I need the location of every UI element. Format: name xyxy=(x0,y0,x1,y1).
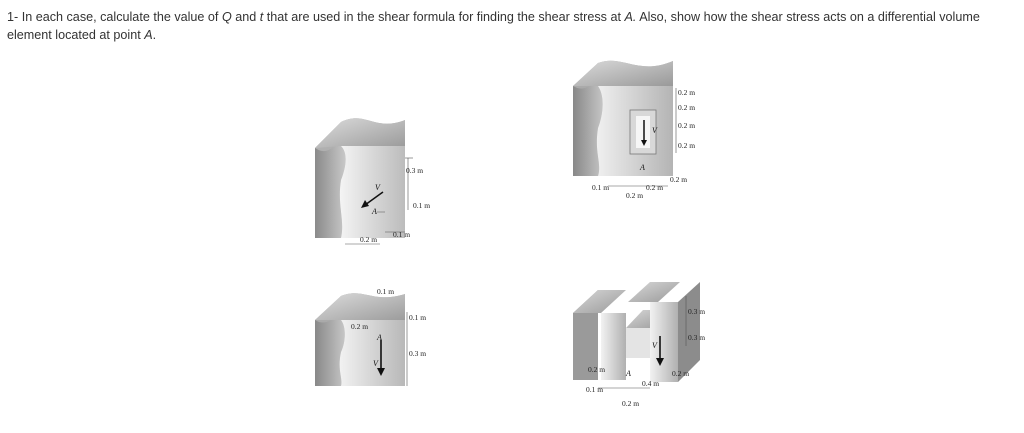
question-part: Also, show how the shear stress acts on … xyxy=(7,10,980,42)
block-cut-face xyxy=(315,144,346,238)
dimension-label: 0.2 m xyxy=(672,369,689,378)
force-label-v: V xyxy=(373,359,379,368)
question-period: . xyxy=(152,28,157,42)
dimension-label: 0.3 m xyxy=(406,166,423,175)
left-flange-front xyxy=(601,313,626,380)
block-top-face xyxy=(573,60,673,86)
shear-arrow-v xyxy=(364,191,384,206)
right-flange-front xyxy=(650,302,678,382)
question-text: 1- In each case, calculate the value of … xyxy=(7,8,1012,44)
dimension-label: 0.2 m xyxy=(678,141,695,150)
right-flange-side xyxy=(678,282,700,382)
web-front xyxy=(626,328,650,358)
dimension-label: 0.1 m xyxy=(586,385,603,394)
dimension-label: 0.2 m xyxy=(678,121,695,130)
dimension-label: 0.2 m xyxy=(678,103,695,112)
dimension-label: 0.2 m xyxy=(351,322,368,331)
dimension-label: 0.1 m xyxy=(393,230,410,239)
dimension-label: 0.2 m xyxy=(678,88,695,97)
dimension-label: 0.2 m xyxy=(626,191,643,200)
figure-3-square-block: V A 0.1 m 0.2 m 0.1 m 0.3 m xyxy=(315,287,426,386)
figure-2-hollow-block: V A 0.2 m 0.2 m 0.2 m 0.2 m 0.2 m 0.2 m … xyxy=(573,60,695,200)
point-a-label: A xyxy=(376,333,382,342)
question-part: that are used in the shear formula for f… xyxy=(266,10,621,24)
point-a-label: A xyxy=(371,207,377,216)
dimension-label: 0.2 m xyxy=(670,175,687,184)
symbol-t: t xyxy=(259,10,264,24)
block-front-face xyxy=(339,320,405,386)
dimension-label: 0.3 m xyxy=(409,349,426,358)
dimension-label: 0.2 m xyxy=(360,235,377,244)
arrow-head xyxy=(377,368,385,376)
question-part: and xyxy=(235,10,257,24)
question-part: In each case, calculate the value of xyxy=(21,10,219,24)
question-number: 1- xyxy=(7,10,19,24)
block-cut-face xyxy=(573,84,603,176)
dimension-label: 0.3 m xyxy=(688,307,705,316)
dimension-label: 0.3 m xyxy=(688,333,705,342)
block-cut-face xyxy=(315,318,345,386)
block-top-face xyxy=(315,293,405,320)
dimension-label: 0.4 m xyxy=(642,379,659,388)
arrow-head xyxy=(656,358,664,366)
arrow-head xyxy=(361,200,369,208)
symbol-q: Q xyxy=(221,10,232,24)
right-flange-top xyxy=(628,282,680,302)
dimension-label: 0.2 m xyxy=(588,365,605,374)
block-front-face xyxy=(339,146,405,238)
arrow-head xyxy=(641,140,647,146)
dimension-label: 0.2 m xyxy=(646,183,663,192)
force-label-v: V xyxy=(652,126,658,135)
symbol-a: A xyxy=(144,28,153,42)
point-a-label: A xyxy=(625,369,631,378)
force-label-v: V xyxy=(375,183,381,192)
dimension-label: 0.1 m xyxy=(413,201,430,210)
flange-top xyxy=(573,290,626,313)
dimension-label: 0.1 m xyxy=(409,313,426,322)
dimension-label: 0.1 m xyxy=(377,287,394,296)
force-label-v: V xyxy=(652,341,658,350)
point-a-label: A xyxy=(639,163,645,172)
figure-4-h-section: V A 0.3 m 0.3 m 0.2 m 0.4 m 0.2 m 0.1 m … xyxy=(573,282,705,408)
block-top-face xyxy=(315,118,405,148)
dimension-label: 0.1 m xyxy=(592,183,609,192)
figure-1-square-block: V A 0.3 m 0.1 m 0.1 m 0.2 m xyxy=(315,118,430,245)
symbol-a: A. xyxy=(624,10,637,24)
dimension-label: 0.2 m xyxy=(622,399,639,408)
